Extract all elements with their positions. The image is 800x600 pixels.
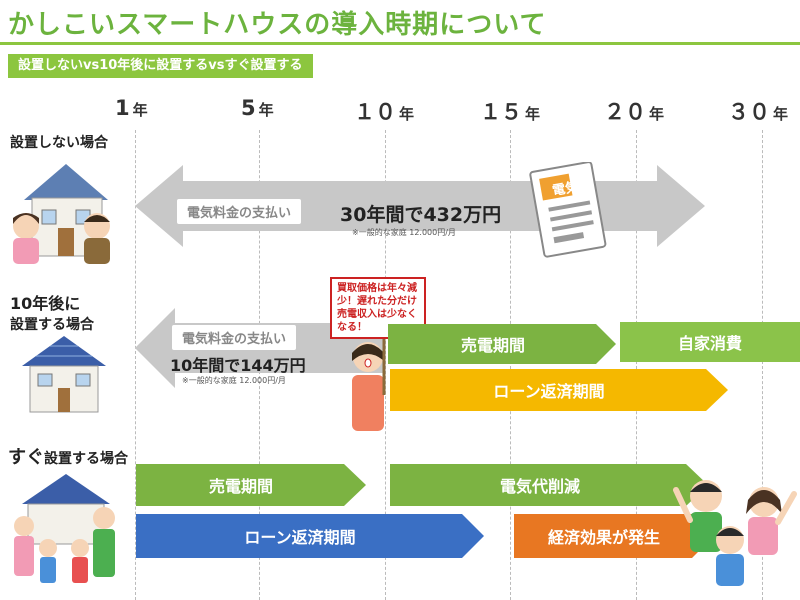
household-note-10y: ※一般的な家庭 12.000円/月 — [182, 376, 286, 385]
worried-family-house-illustration — [13, 164, 110, 264]
row-later-label-line2: 設置する場合 — [10, 317, 94, 333]
title-underline — [0, 42, 800, 45]
payment-label-30y: 電気料金の支払い — [177, 199, 302, 224]
amount-30y: 30年間で432万円 — [340, 204, 502, 226]
year-15-num: １５ — [480, 100, 522, 124]
loan-period-arrow-later-shape — [390, 369, 728, 411]
economic-effect-arrow-shape — [514, 514, 714, 558]
loan-period-arrow-now: ローン返済期間 — [244, 528, 356, 547]
bill-reduction-arrow: 電気代削減 — [499, 477, 580, 496]
row-none-label: 設置しない場合 — [10, 135, 108, 151]
payment-label-10y: 電気料金の支払い — [172, 325, 297, 350]
year-5-num: 5 — [241, 96, 256, 120]
year-10-num: １０ — [354, 100, 396, 124]
electricity-bill-icon — [529, 162, 607, 258]
grid-line-15 — [510, 130, 511, 600]
comparison-subtitle: 設置しないvs10年後に設置するvsすぐ設置する — [8, 54, 313, 78]
sell-period-arrow-now: 売電期間 — [208, 477, 273, 496]
year-1-num: 1 — [115, 96, 130, 120]
self-consumption-arrow: 自家消費 — [677, 334, 742, 353]
sell-period-arrow-later-shape — [388, 324, 616, 364]
solar-house-illustration — [22, 336, 106, 413]
loan-period-arrow-later: ローン返済期間 — [493, 382, 605, 401]
row-now-label-rest: 設置する場合 — [44, 451, 128, 467]
year-20-unit: 年 — [649, 105, 665, 123]
sell-period-arrow-now-shape — [136, 464, 366, 506]
year-20-num: ２０ — [604, 100, 646, 124]
happy-family-solar-house-illustration — [14, 474, 115, 583]
grid-line-30 — [762, 130, 763, 600]
sell-period-arrow-later: 売電期間 — [460, 336, 525, 355]
row-now-label-big: すぐ — [8, 447, 44, 468]
cheering-family-illustration — [673, 480, 797, 586]
self-consumption-arrow-shape — [620, 322, 800, 362]
year-30-unit: 年 — [773, 105, 789, 123]
row-later-label-line1: 10年後に — [10, 294, 81, 313]
household-note-30y: ※一般的な家庭 12.000円/月 — [352, 228, 456, 237]
row-now-label: すぐ設置する場合 — [8, 443, 128, 469]
year-30-num: ３０ — [728, 100, 770, 124]
grid-line-1 — [135, 130, 136, 600]
economic-effect-arrow: 経済効果が発生 — [547, 528, 660, 547]
page-title: かしこいスマートハウスの導入時期について — [8, 10, 547, 40]
year-5-unit: 年 — [258, 101, 274, 119]
year-10-unit: 年 — [399, 105, 415, 123]
grid-line-20 — [636, 130, 637, 600]
amount-10y: 10年間で144万円 — [170, 356, 306, 375]
year-15-unit: 年 — [525, 105, 541, 123]
bill-reduction-arrow-shape — [390, 464, 708, 506]
year-1-unit: 年 — [132, 101, 148, 119]
loan-period-arrow-now-shape — [136, 514, 484, 558]
person-holding-sign-illustration — [352, 335, 386, 431]
